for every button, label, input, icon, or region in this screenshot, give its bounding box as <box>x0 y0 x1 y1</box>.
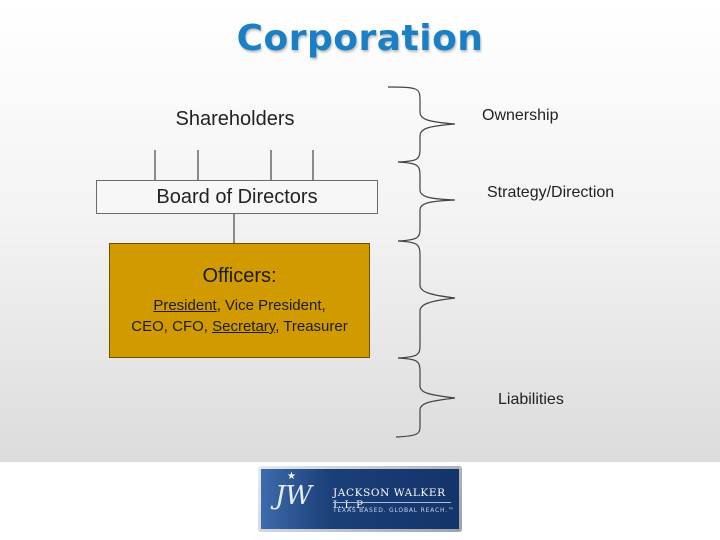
board-of-directors-box: Board of Directors <box>96 180 378 214</box>
board-of-directors-label: Board of Directors <box>156 185 318 208</box>
officer-president: President <box>153 297 217 314</box>
connector-lines <box>154 86 456 438</box>
ownership-label: Ownership <box>482 107 559 124</box>
liabilities-label: Liabilities <box>498 391 564 408</box>
brace-strategy <box>397 161 456 242</box>
officers-line-1: President, Vice President, <box>110 297 369 314</box>
logo-monogram: JW <box>275 481 313 511</box>
brace-ownership <box>387 86 456 163</box>
brace-liabilities <box>395 357 456 438</box>
shareholders-label: Shareholders <box>175 108 295 130</box>
strategy-direction-label: Strategy/Direction <box>487 184 615 201</box>
officer-vice-president: , Vice President, <box>216 297 326 314</box>
star-icon: ★ <box>287 471 296 482</box>
officers-title: Officers: <box>202 265 277 287</box>
brace-officers <box>397 240 456 359</box>
page-title: Corporation <box>236 18 484 59</box>
jackson-walker-logo: ★ JW JACKSON WALKER L.L.P. TEXAS BASED. … <box>258 466 462 532</box>
officers-box: Officers: President, Vice President, CEO… <box>109 243 370 358</box>
officer-treasurer: , Treasurer <box>275 318 348 335</box>
officers-line-2: CEO, CFO, Secretary, Treasurer <box>110 318 369 335</box>
logo-divider <box>333 502 451 503</box>
logo-tagline: TEXAS BASED. GLOBAL REACH.™ <box>333 507 455 514</box>
officer-ceo-cfo: CEO, CFO, <box>131 318 213 335</box>
officer-secretary: Secretary <box>212 318 276 335</box>
slide-background <box>0 0 720 462</box>
logo-panel: ★ JW JACKSON WALKER L.L.P. TEXAS BASED. … <box>261 469 459 529</box>
